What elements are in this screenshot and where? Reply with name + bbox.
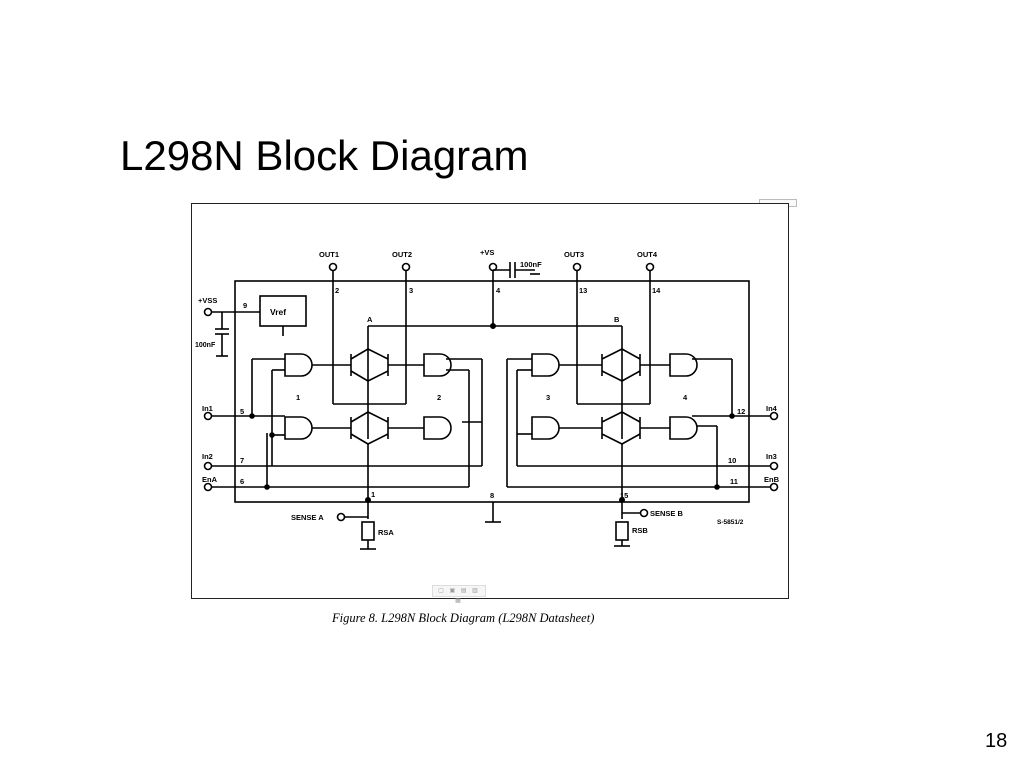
bridge-a: [332, 326, 407, 519]
pin-7: 7: [240, 456, 244, 465]
image-toolbar[interactable]: ▢ ▣ ▤ ▥ ▦: [432, 585, 486, 604]
right-inputs: [506, 358, 779, 492]
node-a-label: A: [367, 315, 373, 324]
pin-12: 12: [737, 407, 745, 416]
pin-1: 1: [371, 490, 375, 499]
and-gates: [284, 353, 698, 440]
slide-title: L298N Block Diagram: [120, 132, 529, 179]
label-vss: +VSS: [198, 296, 217, 305]
pin-2: 2: [335, 286, 339, 295]
gate-group-4: 4: [683, 393, 688, 402]
label-sense-b: SENSE B: [650, 509, 684, 518]
label-out1: OUT1: [319, 250, 339, 259]
block-diagram-figure: OUT1 OUT2 +VS 100nF OUT3 OUT4 2 3 4 13 1…: [191, 203, 789, 599]
pin-15: 15: [620, 491, 628, 500]
gate-group-2: 2: [437, 393, 441, 402]
sense-network: [336, 496, 649, 550]
label-cap-left: 100nF: [195, 342, 216, 349]
label-in2: In2: [202, 452, 213, 461]
pin-10: 10: [728, 456, 736, 465]
toolbar-icon[interactable]: ▢ ▣ ▤ ▥ ▦: [438, 588, 480, 604]
gate-group-3: 3: [546, 393, 550, 402]
pin-4: 4: [496, 286, 501, 295]
block-diagram-svg: OUT1 OUT2 +VS 100nF OUT3 OUT4 2 3 4 13 1…: [195, 248, 780, 550]
label-in4: In4: [766, 404, 778, 413]
pin-6: 6: [240, 477, 244, 486]
pin-13: 13: [579, 286, 587, 295]
vref-label: Vref: [270, 307, 286, 317]
pin-11: 11: [730, 477, 738, 486]
pin-8: 8: [490, 491, 494, 500]
label-enb: EnB: [764, 475, 780, 484]
pin-3: 3: [409, 286, 413, 295]
ic-body: [234, 280, 750, 503]
figure-caption: Figure 8. L298N Block Diagram (L298N Dat…: [332, 611, 595, 625]
label-rsa: RSA: [378, 528, 394, 537]
bridge-b: [576, 326, 651, 519]
gate-group-1: 1: [296, 393, 300, 402]
label-out2: OUT2: [392, 250, 412, 259]
label-in3: In3: [766, 452, 777, 461]
top-outputs: [328, 262, 655, 362]
label-in1: In1: [202, 404, 213, 413]
page-number: 18: [985, 730, 1008, 752]
left-inputs: [203, 307, 483, 492]
label-cap-top: 100nF: [520, 260, 542, 269]
node-b-label: B: [614, 315, 620, 324]
label-sense-a: SENSE A: [291, 513, 324, 522]
pin-14: 14: [652, 286, 661, 295]
pin-9: 9: [243, 301, 247, 310]
label-ena: EnA: [202, 475, 218, 484]
label-part-number: S-5851/2: [717, 519, 744, 526]
label-vs: +VS: [480, 248, 494, 257]
label-out4: OUT4: [637, 250, 658, 259]
label-out3: OUT3: [564, 250, 584, 259]
label-rsb: RSB: [632, 526, 648, 535]
pin-5: 5: [240, 407, 244, 416]
